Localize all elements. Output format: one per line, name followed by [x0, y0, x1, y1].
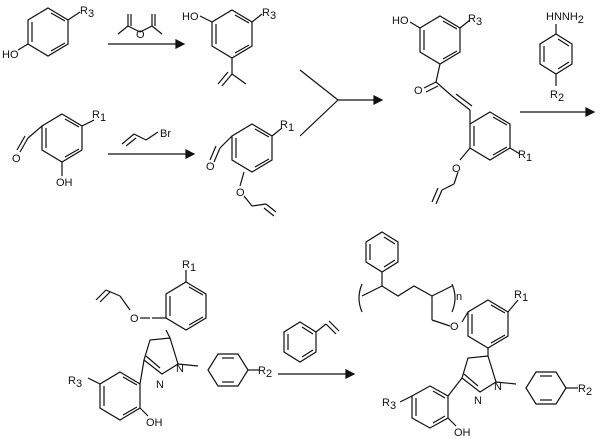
reaction-arrow-1 [108, 39, 186, 49]
pyrazoline-molecule: O R1 N N R2 R3 OH [68, 259, 272, 429]
reaction-arrow-3 [520, 107, 596, 117]
phenol-r3-label: R3 [80, 5, 94, 20]
polymer-r1-label: R1 [514, 289, 528, 304]
allyloxy-benzaldehyde-molecule: R1 O O [206, 119, 294, 217]
chalcone-carbonyl-o-label: O [414, 85, 423, 97]
chalcone-ether-o-label: O [452, 163, 461, 175]
reaction-arrow-2 [108, 149, 196, 159]
acetophenone-r3-label: R3 [262, 7, 276, 22]
polymer-ether-o-label: O [450, 321, 459, 333]
allyl-bromide-reagent: Br [121, 128, 171, 147]
converging-reaction-arrow [299, 69, 384, 137]
hydroxyacetophenone-molecule: HO R3 [182, 7, 276, 87]
hydrazine-r2-label: R2 [550, 89, 564, 104]
chalcone-r3-label: R3 [468, 13, 482, 28]
polymer-n-index-label: n [456, 291, 462, 303]
allyloxy-aldehyde-r1-label: R1 [280, 119, 294, 134]
acetophenone-ho-label: HO [182, 11, 199, 23]
polymer-product-molecule: n O R1 N N R2 R3 OH [358, 231, 592, 439]
phenol-molecule: R3 HO [2, 5, 94, 61]
salicylaldehyde-oh-label: OH [56, 177, 73, 189]
chalcone-molecule: HO R3 O O R1 [392, 13, 532, 205]
hydrazine-label: HNNH2 [546, 11, 584, 26]
pyrazoline-ether-o-label: O [130, 313, 139, 325]
salicylaldehyde-aldehyde-o-label: O [12, 153, 21, 165]
acetic-anhydride-reagent: O [117, 14, 163, 41]
pyrazoline-n2-label: N [156, 379, 164, 391]
chalcone-ho-label: HO [392, 15, 409, 27]
reaction-arrow-4 [278, 369, 356, 379]
chalcone-r1-label: R1 [518, 149, 532, 164]
anhydride-bridge-o-label: O [136, 29, 145, 41]
styrene-reagent [283, 320, 340, 363]
polymer-n1-label: N [494, 381, 502, 393]
polymer-r2-label: R2 [578, 383, 592, 398]
polymer-n2-label: N [474, 395, 482, 407]
allyl-bromide-br-label: Br [160, 128, 171, 140]
polymer-oh-label: OH [454, 427, 471, 439]
allyloxy-aldehyde-ether-o-label: O [236, 187, 245, 199]
salicylaldehyde-molecule: R1 O OH [12, 109, 106, 189]
pyrazoline-r2-label: R2 [258, 365, 272, 380]
salicylaldehyde-r1-label: R1 [92, 109, 106, 124]
pyrazoline-oh-label: OH [146, 417, 163, 429]
phenol-ho-label: HO [2, 49, 19, 61]
allyloxy-aldehyde-o-label: O [206, 161, 215, 173]
polymer-r3-label: R3 [382, 397, 396, 412]
pyrazoline-r3-label: R3 [68, 375, 82, 390]
pyrazoline-n1-label: N [176, 363, 184, 375]
pyrazoline-r1-label: R1 [182, 259, 196, 274]
phenylhydrazine-reagent: HNNH2 R2 [539, 11, 584, 104]
